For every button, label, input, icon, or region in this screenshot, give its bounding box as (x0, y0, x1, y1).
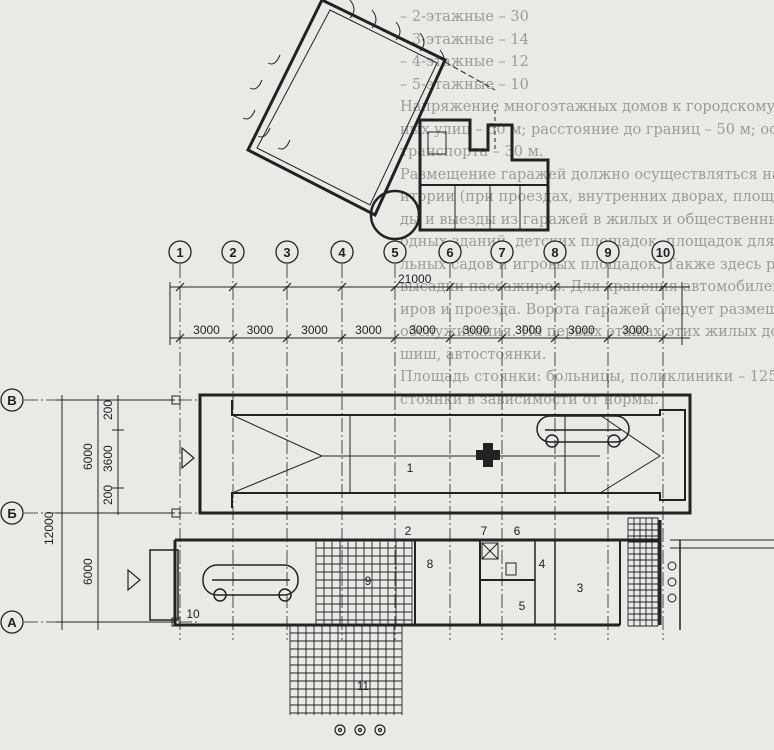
bay-dimension-label: 3000 (515, 323, 542, 337)
bay-dimension-label: 3000 (409, 323, 436, 337)
room-numbers: 1 2 3 4 5 6 7 8 9 10 11 (186, 461, 583, 693)
axis-bubble (330, 240, 354, 264)
background-text-line: обслуживания. На первых этажах этих жилы… (400, 324, 774, 340)
axis-bubble (275, 240, 299, 264)
axis-bubble (596, 240, 620, 264)
axis-letter-label: А (7, 615, 17, 630)
axis-bubble (383, 240, 407, 264)
overall-width-label: 21000 (398, 272, 432, 286)
bay-dimension-label: 3000 (622, 323, 649, 337)
left-dimension-chain (56, 395, 175, 630)
axis-letter-label: Б (7, 506, 16, 521)
bay-dimension-label: 3000 (301, 323, 328, 337)
room-number: 5 (519, 599, 526, 613)
lower-floor-plan (149, 520, 774, 630)
bay-dimension-label: 3000 (355, 323, 382, 337)
axis-number-label: 8 (551, 245, 558, 260)
axis-bubble (0, 388, 24, 412)
axis-number-label: 4 (338, 245, 346, 260)
room-number: 6 (514, 524, 521, 538)
axis-number-label: 5 (391, 245, 398, 260)
background-text-line: иров и проезда. Ворота гаражей следует р… (400, 301, 774, 318)
axis-number-label: 1 (176, 245, 183, 260)
bay-dimension-label: 3000 (247, 323, 274, 337)
background-text-line: – 2-этажные – 30 (400, 9, 529, 25)
background-text-line: Напряжение многоэтажных домов к городско… (400, 99, 774, 115)
axis-bubble (168, 240, 192, 264)
background-text-line: Размещение гаражей должно осуществляться… (400, 166, 774, 183)
entry-arrows (127, 446, 195, 592)
axis-number-label: 9 (604, 245, 611, 260)
bay-dimension-label: 3000 (568, 323, 595, 337)
bay-dimension-label: 3000 (193, 323, 220, 337)
room-number: 10 (186, 607, 200, 621)
car-lower (202, 564, 299, 602)
car-upper (536, 415, 630, 448)
room-number: 3 (577, 581, 584, 595)
background-text-line: транспорта – 30 м. (400, 144, 544, 160)
paving-tiles (289, 517, 659, 715)
axis-bubble (438, 240, 462, 264)
room-number: 4 (539, 557, 546, 571)
numeric-axes: 1 2 3 4 5 6 7 8 9 10 (168, 240, 675, 640)
inner-200-bottom-label: 200 (101, 485, 115, 505)
room-number: 9 (365, 574, 372, 588)
axis-bubble (0, 501, 24, 525)
axis-number-label: 2 (229, 245, 236, 260)
background-text-line: ды и выезды из гаражей в жилых и обществ… (400, 211, 774, 228)
axis-bubble (651, 240, 675, 264)
background-text-line: льных садов и игровых площадок. Также зд… (400, 256, 774, 273)
axis-number-label: 10 (656, 245, 670, 260)
upper-ramp-level (198, 393, 692, 515)
bay-dimension-label: 3000 (463, 323, 490, 337)
room-number: 2 (405, 524, 412, 538)
axis-number-label: 3 (283, 245, 290, 260)
site-plan-inset (242, 0, 550, 241)
span-upper-label: 6000 (81, 443, 95, 470)
axis-bubble (543, 240, 567, 264)
background-page-text: – 2-этажные – 30 – 3-этажные – 14 – 4-этаж… (400, 0, 774, 750)
axis-bubble (490, 240, 514, 264)
axis-letter-label: В (7, 393, 16, 408)
axis-number-label: 6 (446, 245, 453, 260)
bollards (334, 724, 386, 736)
room-number: 1 (407, 461, 414, 475)
inner-3600-label: 3600 (101, 445, 115, 472)
axis-bubble (0, 610, 24, 634)
axis-number-label: 7 (498, 245, 505, 260)
top-dimension-chain (169, 282, 690, 345)
overall-depth-label: 12000 (42, 511, 56, 545)
background-text-line: – 3-этажные – 14 (400, 31, 529, 48)
room-number: 7 (481, 524, 488, 538)
inner-200-top-label: 200 (101, 400, 115, 420)
background-text-line: шиш, автостоянки. (400, 346, 547, 363)
letter-axes: В Б А (0, 388, 200, 634)
background-text-line: Площадь стоянки: больницы, поликлиники –… (400, 369, 774, 385)
room-number: 11 (357, 679, 370, 693)
room-number: 8 (427, 557, 434, 571)
bay-dimension-labels: 3000 3000 3000 3000 3000 3000 3000 3000 3000 (193, 323, 649, 337)
background-text-line: итории (при проездах, внутренних дворах,… (400, 189, 774, 205)
axis-bubble (221, 240, 245, 264)
background-text-line: – 4-этажные – 12 (400, 54, 529, 70)
span-lower-label: 6000 (81, 558, 95, 585)
